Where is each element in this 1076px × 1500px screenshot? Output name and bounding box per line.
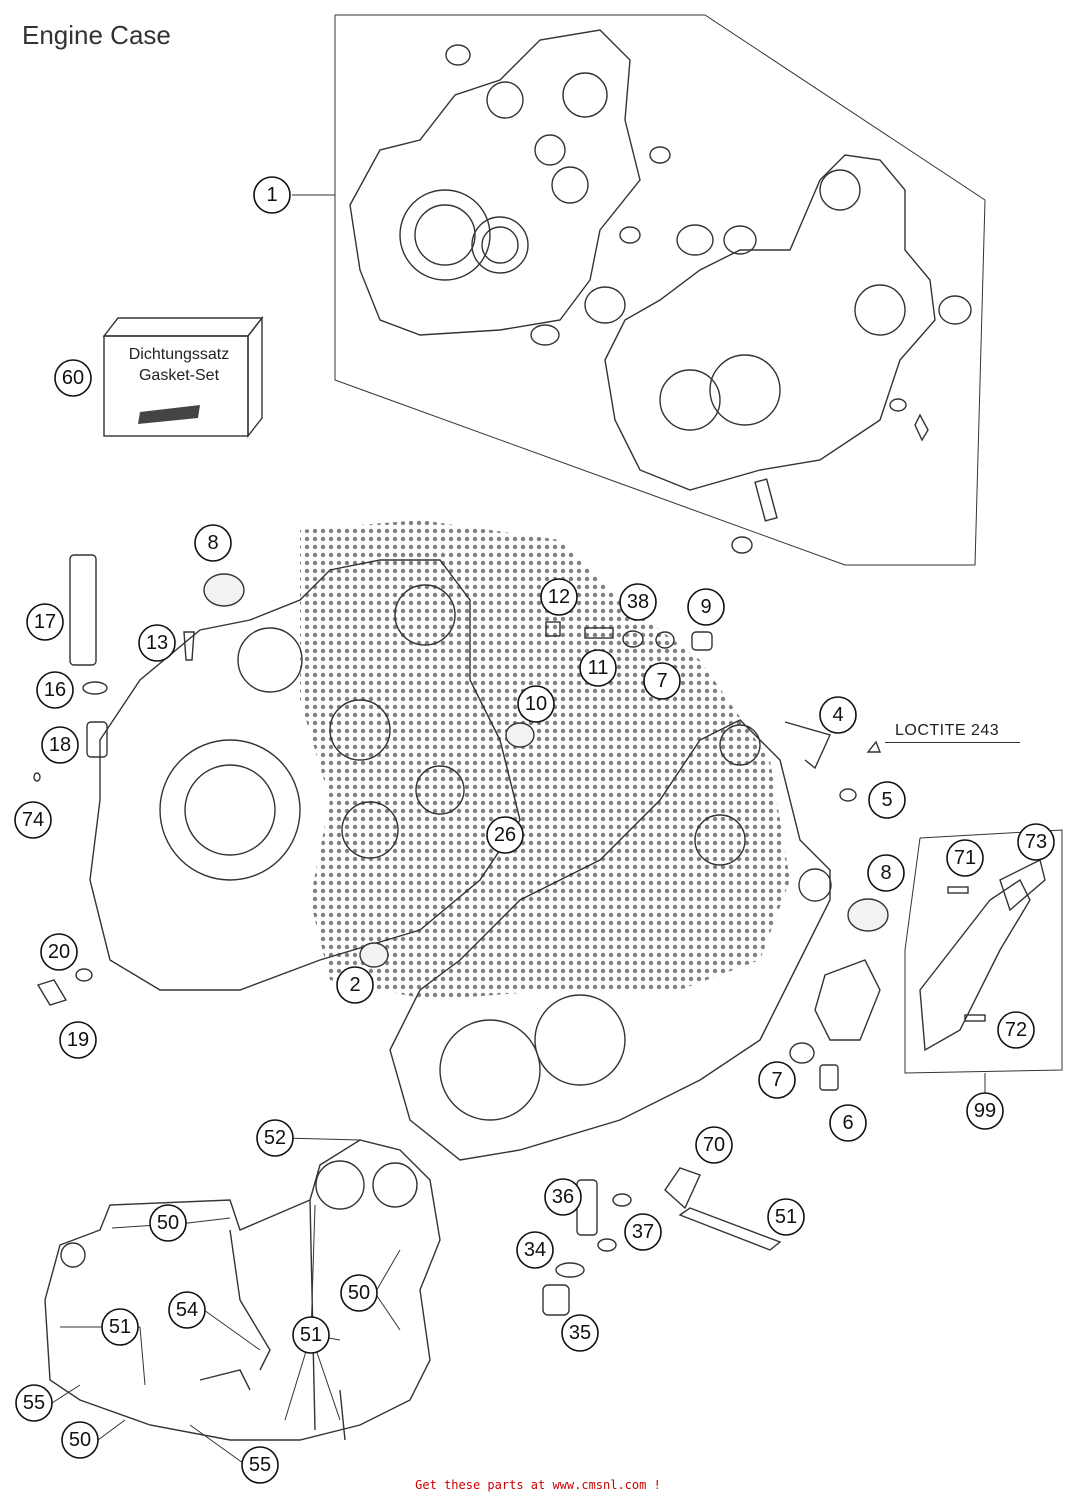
svg-text:8: 8 (207, 532, 218, 554)
callout-7[interactable]: 7 (643, 662, 681, 700)
svg-text:51: 51 (775, 1206, 797, 1228)
svg-text:52: 52 (264, 1127, 286, 1149)
svg-text:38: 38 (627, 591, 649, 613)
callout-99[interactable]: 99 (966, 1092, 1004, 1130)
main-case-assembly (33, 520, 1063, 1161)
callout-74[interactable]: 74 (14, 801, 52, 839)
svg-text:8: 8 (880, 862, 891, 884)
callout-51[interactable]: 51 (767, 1198, 805, 1236)
callout-4[interactable]: 4 (819, 696, 857, 734)
svg-text:17: 17 (34, 611, 56, 633)
svg-text:73: 73 (1025, 831, 1047, 853)
callout-12[interactable]: 12 (540, 578, 578, 616)
callout-51-left[interactable]: 51 (101, 1308, 139, 1346)
svg-text:70: 70 (703, 1134, 725, 1156)
svg-text:16: 16 (44, 679, 66, 701)
callout-72[interactable]: 72 (997, 1011, 1035, 1049)
callout-34[interactable]: 34 (516, 1231, 554, 1269)
svg-text:19: 19 (67, 1029, 89, 1051)
callout-60[interactable]: 60 (54, 359, 92, 397)
callout-6[interactable]: 6 (829, 1104, 867, 1142)
svg-text:36: 36 (552, 1186, 574, 1208)
svg-text:60: 60 (62, 367, 84, 389)
svg-text:2: 2 (349, 974, 360, 996)
svg-text:71: 71 (954, 847, 976, 869)
svg-text:7: 7 (771, 1069, 782, 1091)
svg-text:13: 13 (146, 632, 168, 654)
ktm-logo: KTM (162, 392, 196, 409)
callout-5[interactable]: 5 (868, 781, 906, 819)
svg-text:35: 35 (569, 1322, 591, 1344)
svg-text:72: 72 (1005, 1019, 1027, 1041)
svg-text:6: 6 (842, 1112, 853, 1134)
callout-54[interactable]: 54 (168, 1291, 206, 1329)
svg-text:54: 54 (176, 1299, 198, 1321)
callout-51-mid[interactable]: 51 (292, 1316, 330, 1354)
callout-10[interactable]: 10 (517, 685, 555, 723)
page-title: Engine Case (22, 20, 171, 50)
callout-19[interactable]: 19 (59, 1021, 97, 1059)
callout-2[interactable]: 2 (336, 966, 374, 1004)
case-halves-group (334, 14, 986, 566)
svg-text:51: 51 (300, 1324, 322, 1346)
svg-text:51: 51 (109, 1316, 131, 1338)
gasket-set-label: Dichtungssatz Gasket-Set KTM (104, 336, 254, 436)
svg-text:18: 18 (49, 734, 71, 756)
svg-text:9: 9 (700, 596, 711, 618)
callout-7-lower[interactable]: 7 (758, 1061, 796, 1099)
svg-text:20: 20 (48, 941, 70, 963)
callout-13[interactable]: 13 (138, 624, 176, 662)
footer-link[interactable]: Get these parts at www.cmsnl.com ! (415, 1478, 661, 1492)
callout-55[interactable]: 55 (15, 1384, 53, 1422)
svg-text:7: 7 (656, 670, 667, 692)
svg-text:99: 99 (974, 1100, 996, 1122)
svg-text:26: 26 (494, 824, 516, 846)
callout-11[interactable]: 11 (579, 649, 617, 687)
svg-text:50: 50 (348, 1282, 370, 1304)
svg-text:12: 12 (548, 586, 570, 608)
callout-9[interactable]: 9 (687, 588, 725, 626)
callout-18[interactable]: 18 (41, 726, 79, 764)
svg-text:55: 55 (23, 1392, 45, 1414)
callout-50-mid[interactable]: 50 (340, 1274, 378, 1312)
svg-text:4: 4 (832, 704, 843, 726)
callout-38[interactable]: 38 (619, 583, 657, 621)
callout-16[interactable]: 16 (36, 671, 74, 709)
callout-8[interactable]: 8 (194, 524, 232, 562)
loctite-label: LOCTITE 243 (895, 722, 1000, 739)
callout-1[interactable]: 1 (253, 176, 291, 214)
callout-36[interactable]: 36 (544, 1178, 582, 1216)
callout-55-bottom[interactable]: 55 (241, 1446, 279, 1484)
gasket-set-line2: Gasket-Set (138, 367, 220, 384)
callout-50-bottom[interactable]: 50 (61, 1421, 99, 1459)
callout-8-lower[interactable]: 8 (867, 854, 905, 892)
svg-text:50: 50 (69, 1429, 91, 1451)
loctite-underline (885, 742, 1020, 743)
svg-text:34: 34 (524, 1239, 546, 1261)
svg-text:50: 50 (157, 1212, 179, 1234)
callout-70[interactable]: 70 (695, 1126, 733, 1164)
svg-text:10: 10 (525, 693, 547, 715)
callout-52[interactable]: 52 (256, 1119, 294, 1157)
gasket-outline (44, 1139, 782, 1441)
svg-text:37: 37 (632, 1221, 654, 1243)
callout-20[interactable]: 20 (40, 933, 78, 971)
callout-35[interactable]: 35 (561, 1314, 599, 1352)
svg-text:11: 11 (588, 657, 609, 679)
callout-50[interactable]: 50 (149, 1204, 187, 1242)
svg-text:74: 74 (22, 809, 44, 831)
callout-73[interactable]: 73 (1017, 823, 1055, 861)
svg-text:5: 5 (881, 789, 892, 811)
callout-37[interactable]: 37 (624, 1213, 662, 1251)
gasket-set-box (102, 315, 264, 439)
svg-text:1: 1 (266, 184, 277, 206)
callout-71[interactable]: 71 (946, 839, 984, 877)
callout-17[interactable]: 17 (26, 603, 64, 641)
callout-26[interactable]: 26 (486, 816, 524, 854)
gasket-set-line1: Dichtungssatz (128, 346, 230, 363)
svg-text:55: 55 (249, 1454, 271, 1476)
